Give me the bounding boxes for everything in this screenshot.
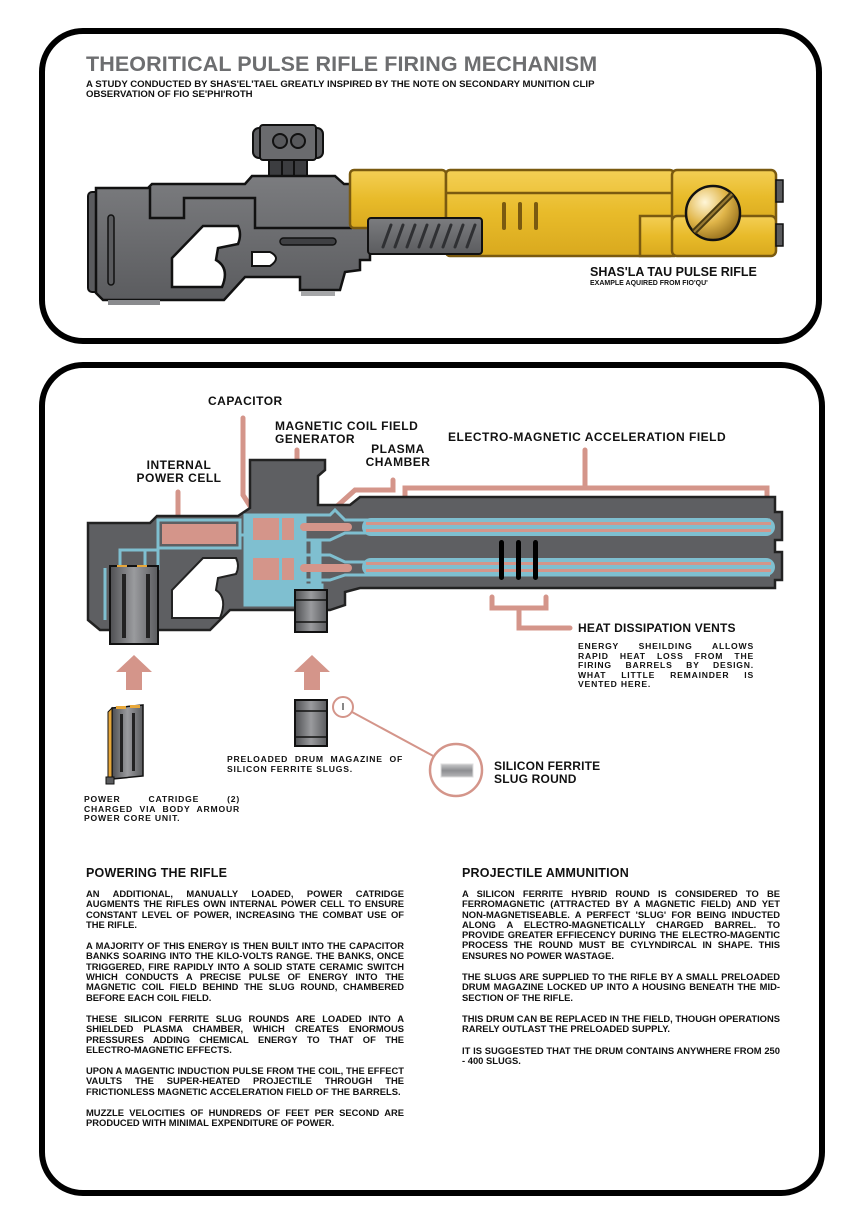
- coil-generator-upper: [282, 518, 294, 540]
- section-paragraph: MUZZLE VELOCITIES OF HUNDREDS OF FEET PE…: [86, 1107, 404, 1129]
- capacitor-upper: [253, 518, 279, 540]
- label-coil-generator-1: MAGNETIC COIL FIELD: [275, 419, 419, 433]
- coil-generator-lower: [282, 558, 294, 580]
- power-cartridge-part: [105, 704, 144, 785]
- heat-vents: [499, 540, 538, 580]
- drum-magazine-part: [294, 699, 328, 747]
- section-paragraph: IT IS SUGGESTED THAT THE DRUM CONTAINS A…: [462, 1044, 780, 1066]
- capacitor-lower: [253, 558, 279, 580]
- section-paragraph: A SILICON FERRITE HYBRID ROUND IS CONSID…: [462, 888, 780, 961]
- heat-vents-note: ENERGY SHEILDING ALLOWS RAPID HEAT LOSS …: [578, 641, 754, 689]
- section-paragraph: THE SLUGS ARE SUPPLIED TO THE RIFLE BY A…: [462, 971, 780, 1003]
- label-heat-vents: HEAT DISSIPATION VENTS: [578, 621, 736, 635]
- section-paragraph: AN ADDITIONAL, MANUALLY LOADED, POWER CA…: [86, 888, 404, 930]
- rifle-barrel: [348, 168, 784, 258]
- slug-round-icon: [440, 763, 474, 778]
- label-power-cell-2: POWER CELL: [136, 471, 222, 485]
- arrow-up-icon: [294, 655, 330, 690]
- internal-power-cell: [162, 524, 236, 544]
- arrow-up-icon: [116, 655, 152, 690]
- label-plasma-1: PLASMA: [371, 442, 425, 456]
- page-subtitle: A STUDY CONDUCTED BY SHAS'EL'TAEL GREATL…: [86, 79, 595, 100]
- plasma-chamber-upper: [300, 523, 352, 531]
- section-powering: POWERING THE RIFLE AN ADDITIONAL, MANUAL…: [86, 866, 404, 1140]
- label-power-cell-1: INTERNAL: [146, 458, 212, 472]
- section-title: POWERING THE RIFLE: [86, 866, 228, 880]
- rifle-name-caption: SHAS'LA TAU PULSE RIFLE: [590, 265, 757, 279]
- insert-arrows: [116, 655, 330, 690]
- section-paragraph: THIS DRUM CAN BE REPLACED IN THE FIELD, …: [462, 1012, 780, 1035]
- slug-magnifier: [332, 696, 484, 798]
- acceleration-barrels: [362, 518, 775, 576]
- section-ammunition: PROJECTILE AMMUNITION A SILICON FERRITE …: [462, 866, 780, 1077]
- label-slug-round-2: SLUG ROUND: [494, 772, 577, 786]
- installed-power-cartridge: [109, 565, 159, 645]
- label-acceleration-field: ELECTRO-MAGNETIC ACCELERATION FIELD: [448, 430, 727, 444]
- section-paragraph: THESE SILICON FERRITE SLUG ROUNDS ARE LO…: [86, 1012, 404, 1055]
- section-paragraph: A MAJORITY OF THIS ENERGY IS THEN BUILT …: [86, 940, 404, 1003]
- drum-magazine-note: PRELOADED DRUM MAGAZINE OF SILICON FERRI…: [227, 754, 403, 774]
- installed-drum-magazine: [294, 589, 328, 633]
- leader-lines: [175, 415, 770, 631]
- power-cartridge-note: POWER CATRIDGE (2) CHARGED VIA BODY ARMO…: [84, 794, 240, 823]
- section-title: PROJECTILE AMMUNITION: [462, 866, 629, 880]
- rifle-source-caption: EXAMPLE AQUIRED FROM FIO'QU': [590, 280, 708, 287]
- rifle-sight: [252, 124, 324, 177]
- section-paragraph: UPON A MAGENTIC INDUCTION PULSE FROM THE…: [86, 1065, 404, 1097]
- page-title: THEORITICAL PULSE RIFLE FIRING MECHANISM: [86, 52, 598, 76]
- label-capacitor: CAPACITOR: [208, 394, 283, 408]
- label-coil-generator-2: GENERATOR: [275, 432, 356, 446]
- components: [162, 518, 352, 580]
- label-plasma-2: CHAMBER: [365, 455, 431, 469]
- rifle-stock: [87, 174, 372, 305]
- plasma-chamber-lower: [300, 564, 352, 572]
- label-slug-round-1: SILICON FERRITE: [494, 759, 601, 773]
- rifle-handguard: [367, 217, 483, 255]
